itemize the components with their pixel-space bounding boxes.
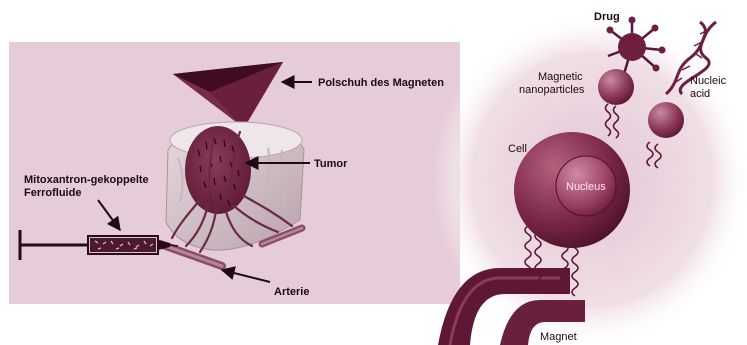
magnetic-nanoparticle-icon [598, 69, 634, 105]
left-panel: Polschuh des Magneten Tumor Mitoxantron-… [9, 42, 460, 304]
drug-label: Drug [594, 11, 620, 23]
cell-label: Cell [508, 143, 527, 155]
nanoparticles-label-line1: Magnetic [538, 71, 583, 83]
ferrofluid-label-line2: Ferrofluide [24, 187, 81, 199]
tumor-label: Tumor [314, 158, 348, 170]
artery-label: Arterie [274, 286, 309, 298]
nanoparticles-label-line2: nanoparticles [519, 84, 585, 96]
nucleic-acid-label-line2: acid [690, 88, 710, 100]
pole-piece-label: Polschuh des Magneten [318, 77, 444, 89]
right-panel: Drug Magnetic nanoparticles Nucleic acid… [432, 11, 747, 345]
ferrofluid-label-line1: Mitoxantron-gekoppelte [24, 174, 149, 186]
magnet-label: Magnet [540, 331, 577, 343]
nucleic-nanoparticle-icon [648, 102, 684, 138]
nucleus-label: Nucleus [566, 181, 606, 193]
nucleic-acid-label-line1: Nucleic [690, 75, 727, 87]
tumor-mass-icon [185, 126, 251, 214]
